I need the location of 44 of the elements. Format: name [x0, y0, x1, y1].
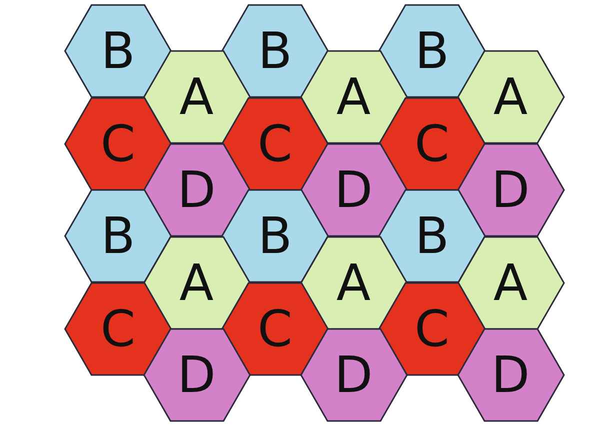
hexagon-cell — [65, 5, 171, 97]
cell-letter: C — [100, 304, 136, 354]
cell-letter: C — [414, 304, 450, 354]
cell-letter: A — [493, 258, 528, 308]
hexagon-cell — [300, 329, 406, 422]
hexagon-cell — [65, 282, 171, 375]
cell-letter: D — [334, 164, 373, 215]
cell-letter: A — [493, 72, 528, 122]
cell-letter: C — [100, 118, 136, 169]
cell-letter: C — [414, 118, 450, 169]
cell-letter: B — [414, 211, 450, 262]
hexagon-cell — [222, 190, 328, 282]
cell-letter: D — [491, 164, 530, 215]
hexagon-cell — [458, 236, 564, 328]
cell-letter: D — [177, 350, 216, 400]
hexagon-cell — [222, 282, 328, 375]
hexagon-cell — [144, 236, 250, 328]
hexagon-cell — [458, 51, 564, 144]
hexagon-cell — [458, 329, 564, 422]
cell-letter: A — [179, 258, 214, 308]
hexagon-cell — [65, 190, 171, 282]
cell-letter: D — [177, 164, 216, 215]
hexagon-cell — [379, 282, 485, 375]
hexagon-cell — [65, 98, 171, 190]
hexagon-cell — [379, 98, 485, 190]
cell-letter: C — [258, 304, 292, 354]
cell-letter: A — [336, 72, 371, 122]
hexagon-cell — [144, 329, 250, 422]
cell-letter: B — [258, 211, 292, 262]
cell-letter: A — [179, 72, 214, 122]
cell-letter: B — [414, 26, 450, 76]
cell-letter: B — [100, 26, 136, 76]
cell-letter: B — [258, 26, 292, 76]
hexagon-cell — [144, 51, 250, 144]
cell-letter: C — [258, 118, 292, 169]
cell-letter: A — [336, 258, 371, 308]
cell-letter: D — [334, 350, 373, 400]
hexagon-cell — [222, 98, 328, 190]
cell-letter: B — [100, 211, 136, 262]
hexagon-cell — [379, 190, 485, 282]
hexagon-cell — [300, 51, 406, 144]
cell-letter: D — [491, 350, 530, 400]
hexagon-cell — [458, 144, 564, 236]
hexagon-cell — [300, 236, 406, 328]
